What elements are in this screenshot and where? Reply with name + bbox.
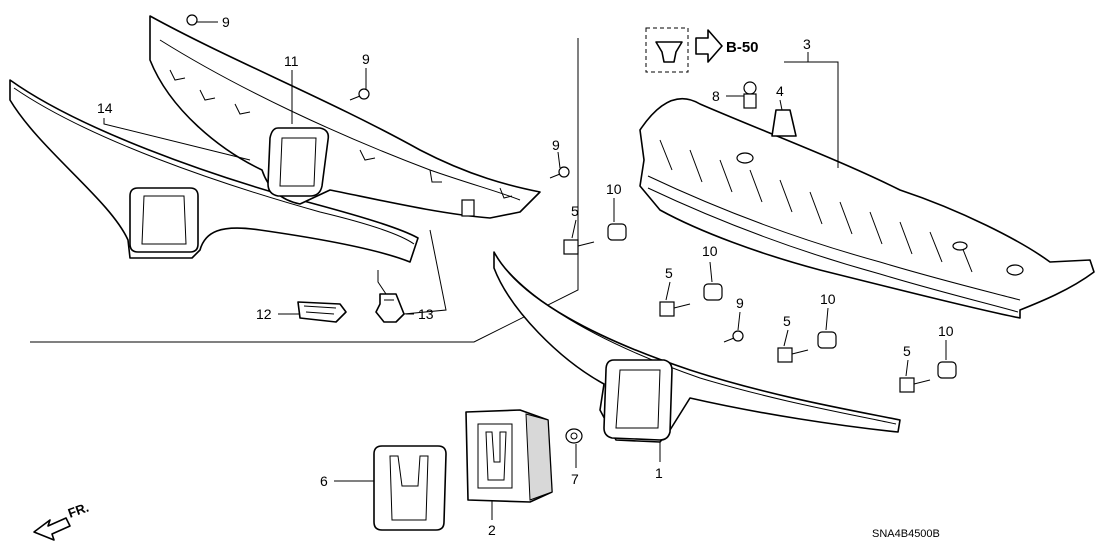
screw-9d <box>723 330 744 343</box>
emblem-base-part-2 <box>465 409 553 503</box>
callout-5: 5 <box>571 203 579 219</box>
callout-10: 10 <box>938 323 954 339</box>
callout-5: 5 <box>903 343 911 359</box>
push-clip-reference <box>645 27 689 73</box>
callout-10: 10 <box>606 181 622 197</box>
front-direction-indicator: FR. <box>33 500 91 541</box>
nut-10c <box>817 331 837 349</box>
reference-arrow: B-50 <box>695 29 759 63</box>
grille-base-part-11 <box>149 15 541 219</box>
grille-garnish-part-14 <box>9 79 419 263</box>
callout-10: 10 <box>820 291 836 307</box>
callout-3: 3 <box>803 36 811 52</box>
clip-part-13 <box>375 293 405 323</box>
leader-lines <box>103 21 947 520</box>
front-grille-part-1 <box>493 251 901 443</box>
clip-part-12 <box>297 301 347 323</box>
callout-9: 9 <box>362 51 370 67</box>
bolt-5d <box>899 377 931 393</box>
callout-8: 8 <box>712 88 720 104</box>
bolt-5b <box>659 301 691 317</box>
bolt-5a <box>563 239 595 255</box>
callout-9: 9 <box>552 137 560 153</box>
screw-9a <box>186 14 212 26</box>
spring-nut-part-4 <box>771 109 797 137</box>
callout-5: 5 <box>665 265 673 281</box>
front-indicator-label: FR. <box>66 500 91 521</box>
callout-2: 2 <box>488 522 496 538</box>
bolt-5c <box>777 347 809 363</box>
screw-9c <box>549 166 570 179</box>
screw-part-8 <box>743 81 757 109</box>
ref-b50-label: B-50 <box>726 39 759 56</box>
diagram-code: SNA4B4500B <box>872 528 940 540</box>
callout-5: 5 <box>783 313 791 329</box>
nut-10d <box>937 361 957 379</box>
callout-14: 14 <box>97 100 113 116</box>
callout-1: 1 <box>655 465 663 481</box>
callout-13: 13 <box>418 306 434 322</box>
nut-10a <box>607 223 627 241</box>
callouts: 9 11 9 14 9 3 8 4 10 5 10 5 9 10 5 10 5 … <box>97 14 954 538</box>
callout-9: 9 <box>222 14 230 30</box>
upper-grille-part-3 <box>639 97 1095 319</box>
nut-10b <box>703 283 723 301</box>
callout-4: 4 <box>776 83 784 99</box>
callout-11: 11 <box>284 53 299 69</box>
callout-7: 7 <box>571 471 579 487</box>
screw-9b <box>349 88 370 101</box>
callout-6: 6 <box>320 473 328 489</box>
emblem-part-6 <box>373 445 447 531</box>
callout-9: 9 <box>736 295 744 311</box>
callout-12: 12 <box>256 306 272 322</box>
washer-7 <box>565 428 583 444</box>
callout-10: 10 <box>702 243 718 259</box>
